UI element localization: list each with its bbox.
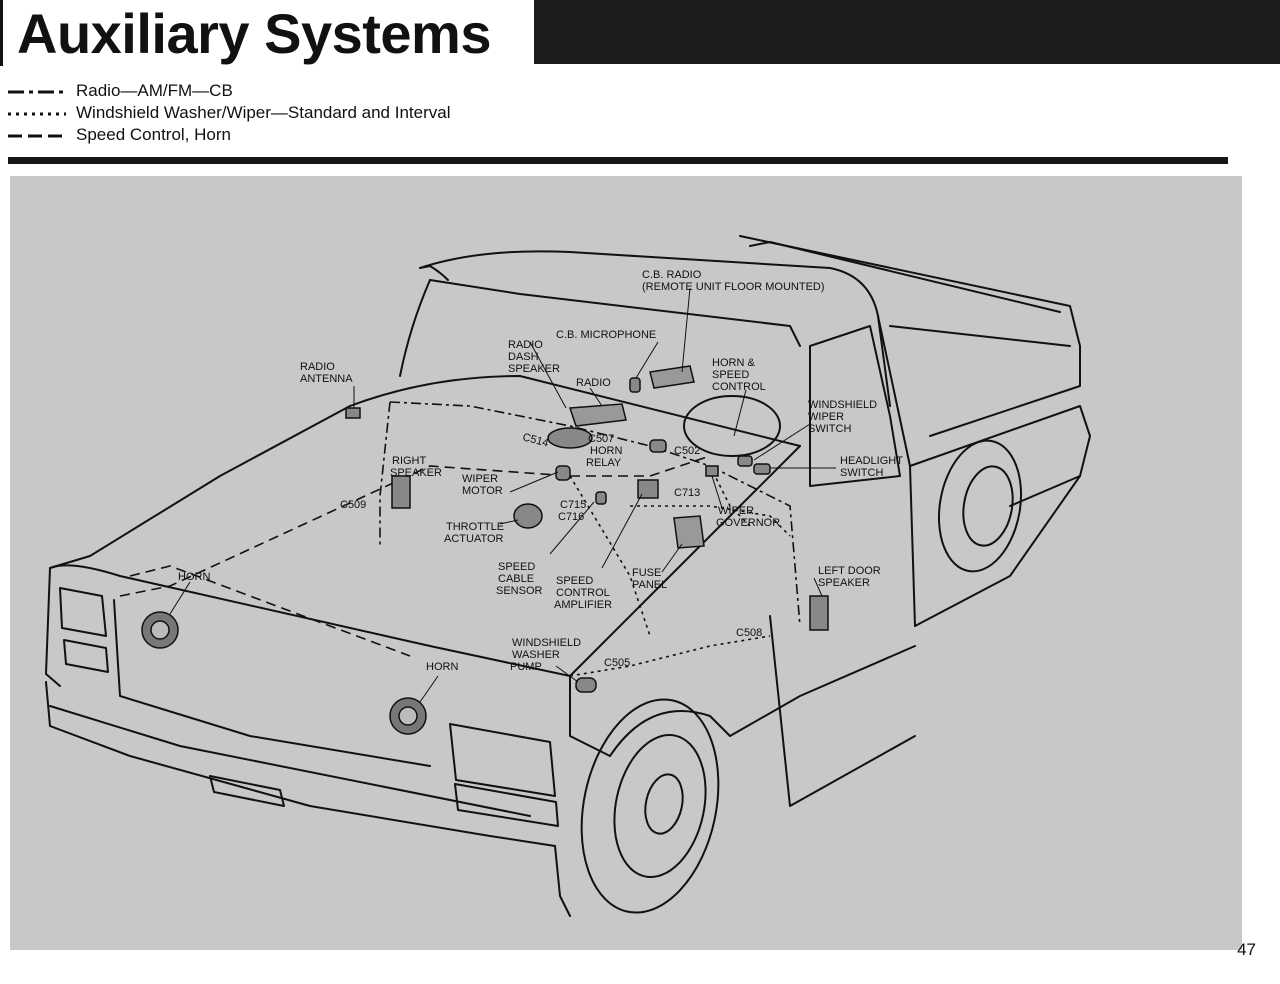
label-horn-left: HORN (178, 571, 210, 583)
right-speaker-icon (391, 475, 411, 509)
label-horn-relay: HORN (590, 445, 622, 457)
page-title: Auxiliary Systems (17, 2, 491, 65)
label-wiper-motor: MOTOR (462, 485, 503, 497)
label-horn-speed-control: HORN & (712, 357, 755, 369)
label-windshield-wiper-switch: WIPER (808, 411, 844, 423)
title-bar: Auxiliary Systems (0, 0, 1280, 66)
diagram-panel: C.B. RADIO (REMOTE UNIT FLOOR MOUNTED) C… (10, 176, 1242, 950)
label-radio-antenna: RADIO (300, 361, 335, 373)
dotted-line-icon (8, 112, 66, 116)
circuit-lines (119, 401, 801, 677)
label-windshield-washer-pump: WINDSHIELD (512, 637, 581, 649)
label-c716: C716 (558, 511, 584, 523)
label-radio-dash-speaker: DASH (508, 351, 539, 363)
components (141, 365, 829, 735)
label-horn-speed-control: CONTROL (712, 381, 766, 393)
truck-diagram: C.B. RADIO (REMOTE UNIT FLOOR MOUNTED) C… (45, 235, 1091, 917)
title-dark-band (534, 0, 1280, 64)
horn-relay-icon (649, 439, 667, 453)
label-radio-dash-speaker: RADIO (508, 339, 543, 351)
washer-pump-icon (575, 677, 597, 693)
dashed-line-icon (8, 134, 66, 138)
label-horn-relay: RELAY (586, 457, 622, 469)
label-horn-right: HORN (426, 661, 458, 673)
legend-text: Windshield Washer/Wiper—Standard and Int… (76, 103, 451, 122)
label-right-speaker: RIGHT (392, 455, 427, 467)
label-wiper-motor: WIPER (462, 473, 498, 485)
label-windshield-washer-pump: WASHER (512, 649, 560, 661)
wiper-motor-icon (555, 465, 571, 481)
label-c713: C713 (674, 487, 700, 499)
legend-text: Speed Control, Horn (76, 125, 231, 144)
label-c502: C502 (674, 445, 700, 457)
label-headlight-switch: HEADLIGHT (840, 455, 903, 467)
label-throttle-actuator: ACTUATOR (444, 533, 504, 545)
label-cb-radio-remote: (REMOTE UNIT FLOOR MOUNTED) (642, 281, 825, 293)
label-speed-cable-sensor: CABLE (498, 573, 534, 585)
dash-dot-line-icon (8, 90, 66, 94)
label-headlight-switch: SWITCH (840, 467, 883, 479)
label-fuse-panel: FUSE (632, 567, 661, 579)
label-wiper-governor: GOVERNOR (716, 517, 780, 529)
label-right-speaker: SPEAKER (390, 467, 442, 479)
label-radio: RADIO (576, 377, 611, 389)
label-radio-dash-speaker: SPEAKER (508, 363, 560, 375)
label-fuse-panel: PANEL (632, 579, 667, 591)
label-c507: C507 (588, 433, 614, 445)
title-box: Auxiliary Systems (0, 0, 531, 66)
header-rule (8, 157, 1228, 164)
label-radio-antenna: ANTENNA (300, 373, 353, 385)
left-door-speaker-icon (809, 595, 829, 631)
label-cb-microphone: C.B. MICROPHONE (556, 329, 656, 341)
wiper-switch-icon (737, 455, 753, 467)
label-speed-cable-sensor: SPEED (498, 561, 535, 573)
label-c508: C508 (736, 627, 762, 639)
label-windshield-wiper-switch: WINDSHIELD (808, 399, 877, 411)
fuse-panel-icon (673, 515, 705, 549)
cb-microphone-icon (629, 377, 641, 393)
label-left-door-speaker: SPEAKER (818, 577, 870, 589)
speed-cable-sensor-icon (595, 491, 607, 505)
label-c509: C509 (340, 499, 366, 511)
label-cb-radio: C.B. RADIO (642, 269, 702, 281)
radio-unit-icon (568, 403, 627, 427)
dash-speaker-icon (547, 427, 593, 449)
cb-radio-unit-icon (649, 365, 695, 389)
label-horn-speed-control: SPEED (712, 369, 749, 381)
wiper-governor-icon (705, 465, 719, 477)
label-speed-cable-sensor: SENSOR (496, 585, 543, 597)
label-windshield-washer-pump: PUMP (510, 661, 542, 673)
speed-control-amplifier-icon (637, 479, 659, 499)
label-c514: C514 (521, 431, 550, 449)
diagram-labels: C.B. RADIO (REMOTE UNIT FLOOR MOUNTED) C… (178, 269, 903, 673)
label-speed-control-amplifier: CONTROL (556, 587, 610, 599)
truck-body (45, 235, 1091, 917)
label-c715: C715 (560, 499, 586, 511)
radio-antenna-icon (345, 407, 361, 419)
label-left-door-speaker: LEFT DOOR (818, 565, 881, 577)
throttle-actuator-icon (513, 503, 543, 529)
label-speed-control-amplifier: AMPLIFIER (554, 599, 612, 611)
leader-lines (169, 287, 836, 703)
label-windshield-wiper-switch: SWITCH (808, 423, 851, 435)
label-c505: C505 (604, 657, 630, 669)
label-speed-control-amplifier: SPEED (556, 575, 593, 587)
legend-text: Radio—AM/FM—CB (76, 81, 233, 100)
headlight-switch-icon (753, 463, 771, 475)
label-wiper-governor: WIPER (718, 505, 754, 517)
label-throttle-actuator: THROTTLE (446, 521, 504, 533)
page-number: 47 (1237, 940, 1256, 959)
